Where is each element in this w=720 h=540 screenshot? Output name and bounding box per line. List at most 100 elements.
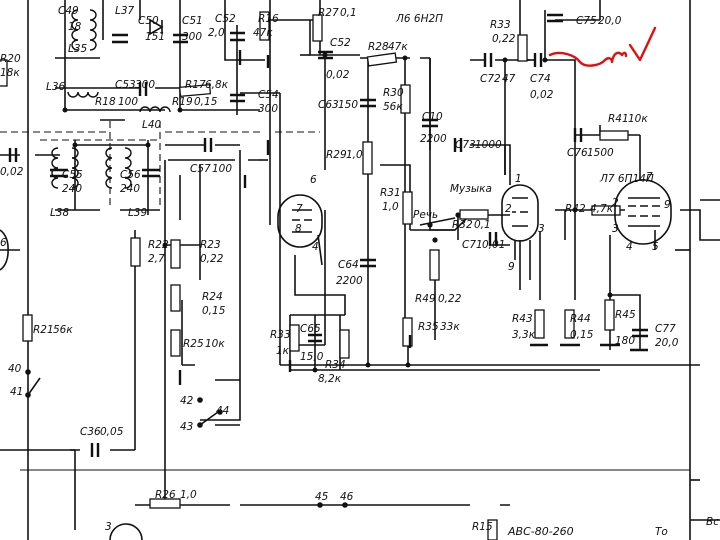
svg-text:4: 4 <box>312 241 319 253</box>
label-r33: R33 <box>270 329 291 341</box>
resistor-r32 <box>459 209 489 220</box>
label-c57-value: 100 <box>212 163 232 175</box>
label-node-42: 42 <box>180 395 194 407</box>
pin-numbers: 6 7 8 4 1 2 3 9 7 9 2 3 4 5 6 3 <box>0 171 671 533</box>
coil-l35 <box>71 9 79 51</box>
resistor-r22 <box>130 237 141 267</box>
coil-l38a <box>71 147 79 189</box>
label-node-41: 41 <box>10 386 23 398</box>
capacitor-c36 <box>90 443 100 457</box>
resistor-r23 <box>170 239 181 269</box>
label-c51-value: 300 <box>182 31 202 43</box>
svg-text:6: 6 <box>310 174 317 186</box>
label-c71: C71 <box>462 239 483 251</box>
label-r33-value: 1к <box>276 345 290 357</box>
svg-text:9: 9 <box>664 199 671 211</box>
capacitor-c54 <box>230 93 245 103</box>
label-c63-value: 150 <box>338 99 358 111</box>
resistor-r29 <box>362 141 373 175</box>
label-c10-value: 2200 <box>420 133 447 145</box>
red-annotation-mark <box>548 26 657 67</box>
capacitor-c57 <box>203 138 213 152</box>
label-c77: C77 <box>655 323 676 335</box>
label-c36-value: 0,05 <box>100 426 124 438</box>
resistor-r45 <box>604 299 615 331</box>
label-r26-value: 1,0 <box>180 489 197 501</box>
label-c02a: 0,02 <box>0 166 24 178</box>
ground-bars <box>178 50 648 385</box>
diode-icon <box>149 18 164 36</box>
label-r20-value: 18к <box>0 67 20 79</box>
label-muzyka: Музыка <box>450 183 492 195</box>
label-r44: R44 <box>570 313 591 325</box>
label-node-40: 40 <box>8 363 22 375</box>
resistor-r30 <box>400 84 411 114</box>
label-r31: R31 <box>380 187 401 199</box>
svg-text:8: 8 <box>295 223 302 235</box>
label-c56: C56 <box>120 169 141 181</box>
label-r25: R25 <box>183 338 204 350</box>
resistor-r20 <box>0 59 8 87</box>
capacitor-c65 <box>308 333 322 343</box>
label-r43-value: 3,3к <box>512 329 536 341</box>
resistor-r34 <box>339 329 350 359</box>
label-r44-value: 0,15 <box>570 329 594 341</box>
label-c54: C54 <box>258 89 279 101</box>
label-c10: C10 <box>422 111 443 123</box>
label-c75-value: 20,0 <box>598 15 622 27</box>
label-c49-value: 18 <box>68 21 82 33</box>
label-r19: R19 <box>172 96 193 108</box>
label-c54-value: 300 <box>258 103 278 115</box>
resistor-r49 <box>429 249 440 281</box>
label-r41-value: 10к <box>628 113 648 125</box>
label-r42-value: 4,7к <box>590 203 614 215</box>
label-r42: R42 <box>565 203 586 215</box>
label-c53: C53 <box>115 79 136 91</box>
label-r20: R20 <box>0 53 21 65</box>
label-r49-value: 0,22 <box>438 293 462 305</box>
label-c73-value: 1000 <box>475 139 502 151</box>
label-r49: R49 <box>415 293 436 305</box>
label-c77-value: 20,0 <box>655 337 679 349</box>
resistor-r41 <box>599 130 629 141</box>
label-r45: R45 <box>615 309 636 321</box>
label-r22-value: 2,7 <box>148 253 165 265</box>
label-r18: R18 <box>95 96 116 108</box>
resistor-r16 <box>259 11 270 41</box>
label-r23: R23 <box>200 239 221 251</box>
capacitor-c76 <box>573 128 583 142</box>
label-r27: R27 <box>318 7 339 19</box>
label-r17: R17 <box>185 79 206 91</box>
label-c55-value: 240 <box>62 183 82 195</box>
label-r30: R30 <box>383 87 404 99</box>
label-r28: R28 <box>368 41 389 53</box>
capacitor-c72 <box>483 53 493 67</box>
coil-l39b <box>105 147 113 189</box>
label-c75: C75 <box>576 15 597 27</box>
label-c52: C52 <box>330 37 351 49</box>
svg-text:2: 2 <box>505 203 512 215</box>
label-c72-value: 47 <box>502 73 516 85</box>
capacitor-c75 <box>547 13 563 23</box>
label-c64: C64 <box>338 259 359 271</box>
label-r33-plate-value: 0,22 <box>492 33 516 45</box>
label-r45-value: 180 <box>615 335 635 347</box>
resistor-r42 <box>591 205 621 216</box>
label-r22: R22 <box>148 239 169 251</box>
svg-text:1: 1 <box>515 173 522 185</box>
resistor-r43 <box>534 309 545 339</box>
label-r15: R15 <box>472 521 493 533</box>
label-c56-value: 240 <box>120 183 140 195</box>
label-r32-value: 0,1 <box>474 219 491 231</box>
capacitor-c50 <box>112 33 128 44</box>
resistor-r15 <box>487 519 498 540</box>
capacitor-c71 <box>488 232 498 246</box>
tube-l6-right <box>501 184 539 242</box>
svg-text:3: 3 <box>538 223 545 235</box>
label-r24: R24 <box>202 291 223 303</box>
label-l38: L38 <box>50 207 70 219</box>
label-r34-value: 8,2к <box>318 373 342 385</box>
label-c76: C76 <box>567 147 588 159</box>
